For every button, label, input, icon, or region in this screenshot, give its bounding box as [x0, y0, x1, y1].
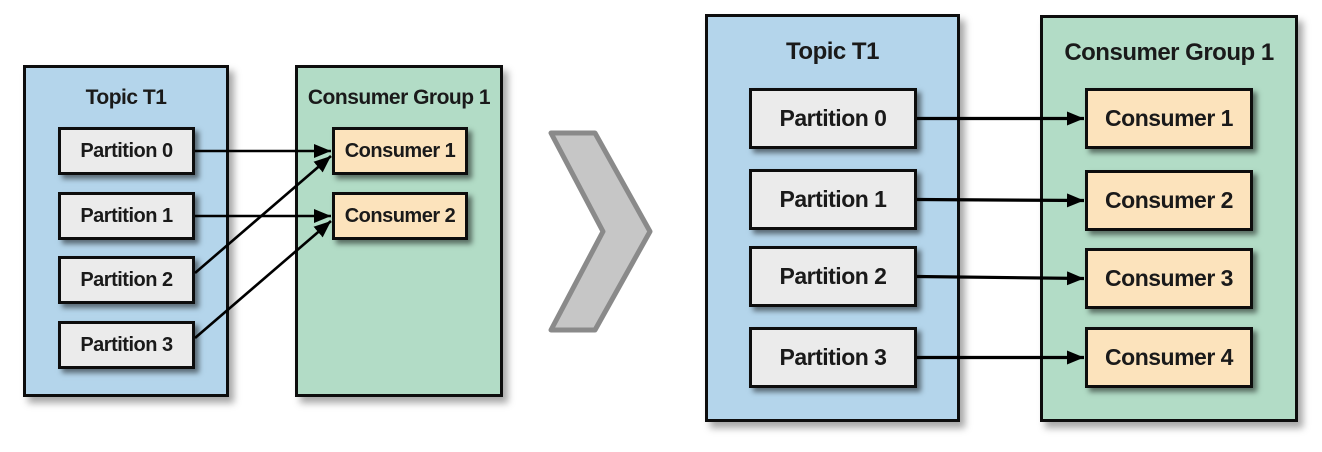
right-consumer-2: Consumer 2 [1085, 170, 1253, 231]
left-consumer-2: Consumer 2 [332, 192, 468, 240]
left-topic-title: Topic T1 [85, 86, 167, 109]
left-partition-2: Partition 2 [58, 256, 195, 304]
right-consumer-group-box: Consumer Group 1 Consumer 1 Consumer 2 C… [1040, 15, 1298, 422]
right-consumer-4: Consumer 4 [1085, 327, 1253, 388]
left-topic-box: Topic T1 Partition 0 Partition 1 Partiti… [23, 65, 229, 397]
right-topic-box: Topic T1 Partition 0 Partition 1 Partiti… [705, 14, 960, 422]
right-consumer-1: Consumer 1 [1085, 88, 1253, 149]
left-partition-0: Partition 0 [58, 127, 195, 175]
chevron-right-icon [548, 130, 653, 333]
left-partition-3: Partition 3 [58, 321, 195, 369]
right-partition-2: Partition 2 [749, 246, 917, 307]
left-partition-1: Partition 1 [58, 192, 195, 240]
right-partition-1: Partition 1 [749, 169, 917, 230]
right-consumer-group-title: Consumer Group 1 [1064, 39, 1274, 66]
right-partition-3: Partition 3 [749, 327, 917, 388]
left-consumer-1: Consumer 1 [332, 127, 468, 175]
left-consumer-group-box: Consumer Group 1 Consumer 1 Consumer 2 [295, 65, 503, 397]
left-consumer-group-title: Consumer Group 1 [307, 86, 491, 109]
right-partition-0: Partition 0 [749, 88, 917, 149]
right-topic-title: Topic T1 [786, 38, 879, 65]
right-consumer-3: Consumer 3 [1085, 248, 1253, 309]
